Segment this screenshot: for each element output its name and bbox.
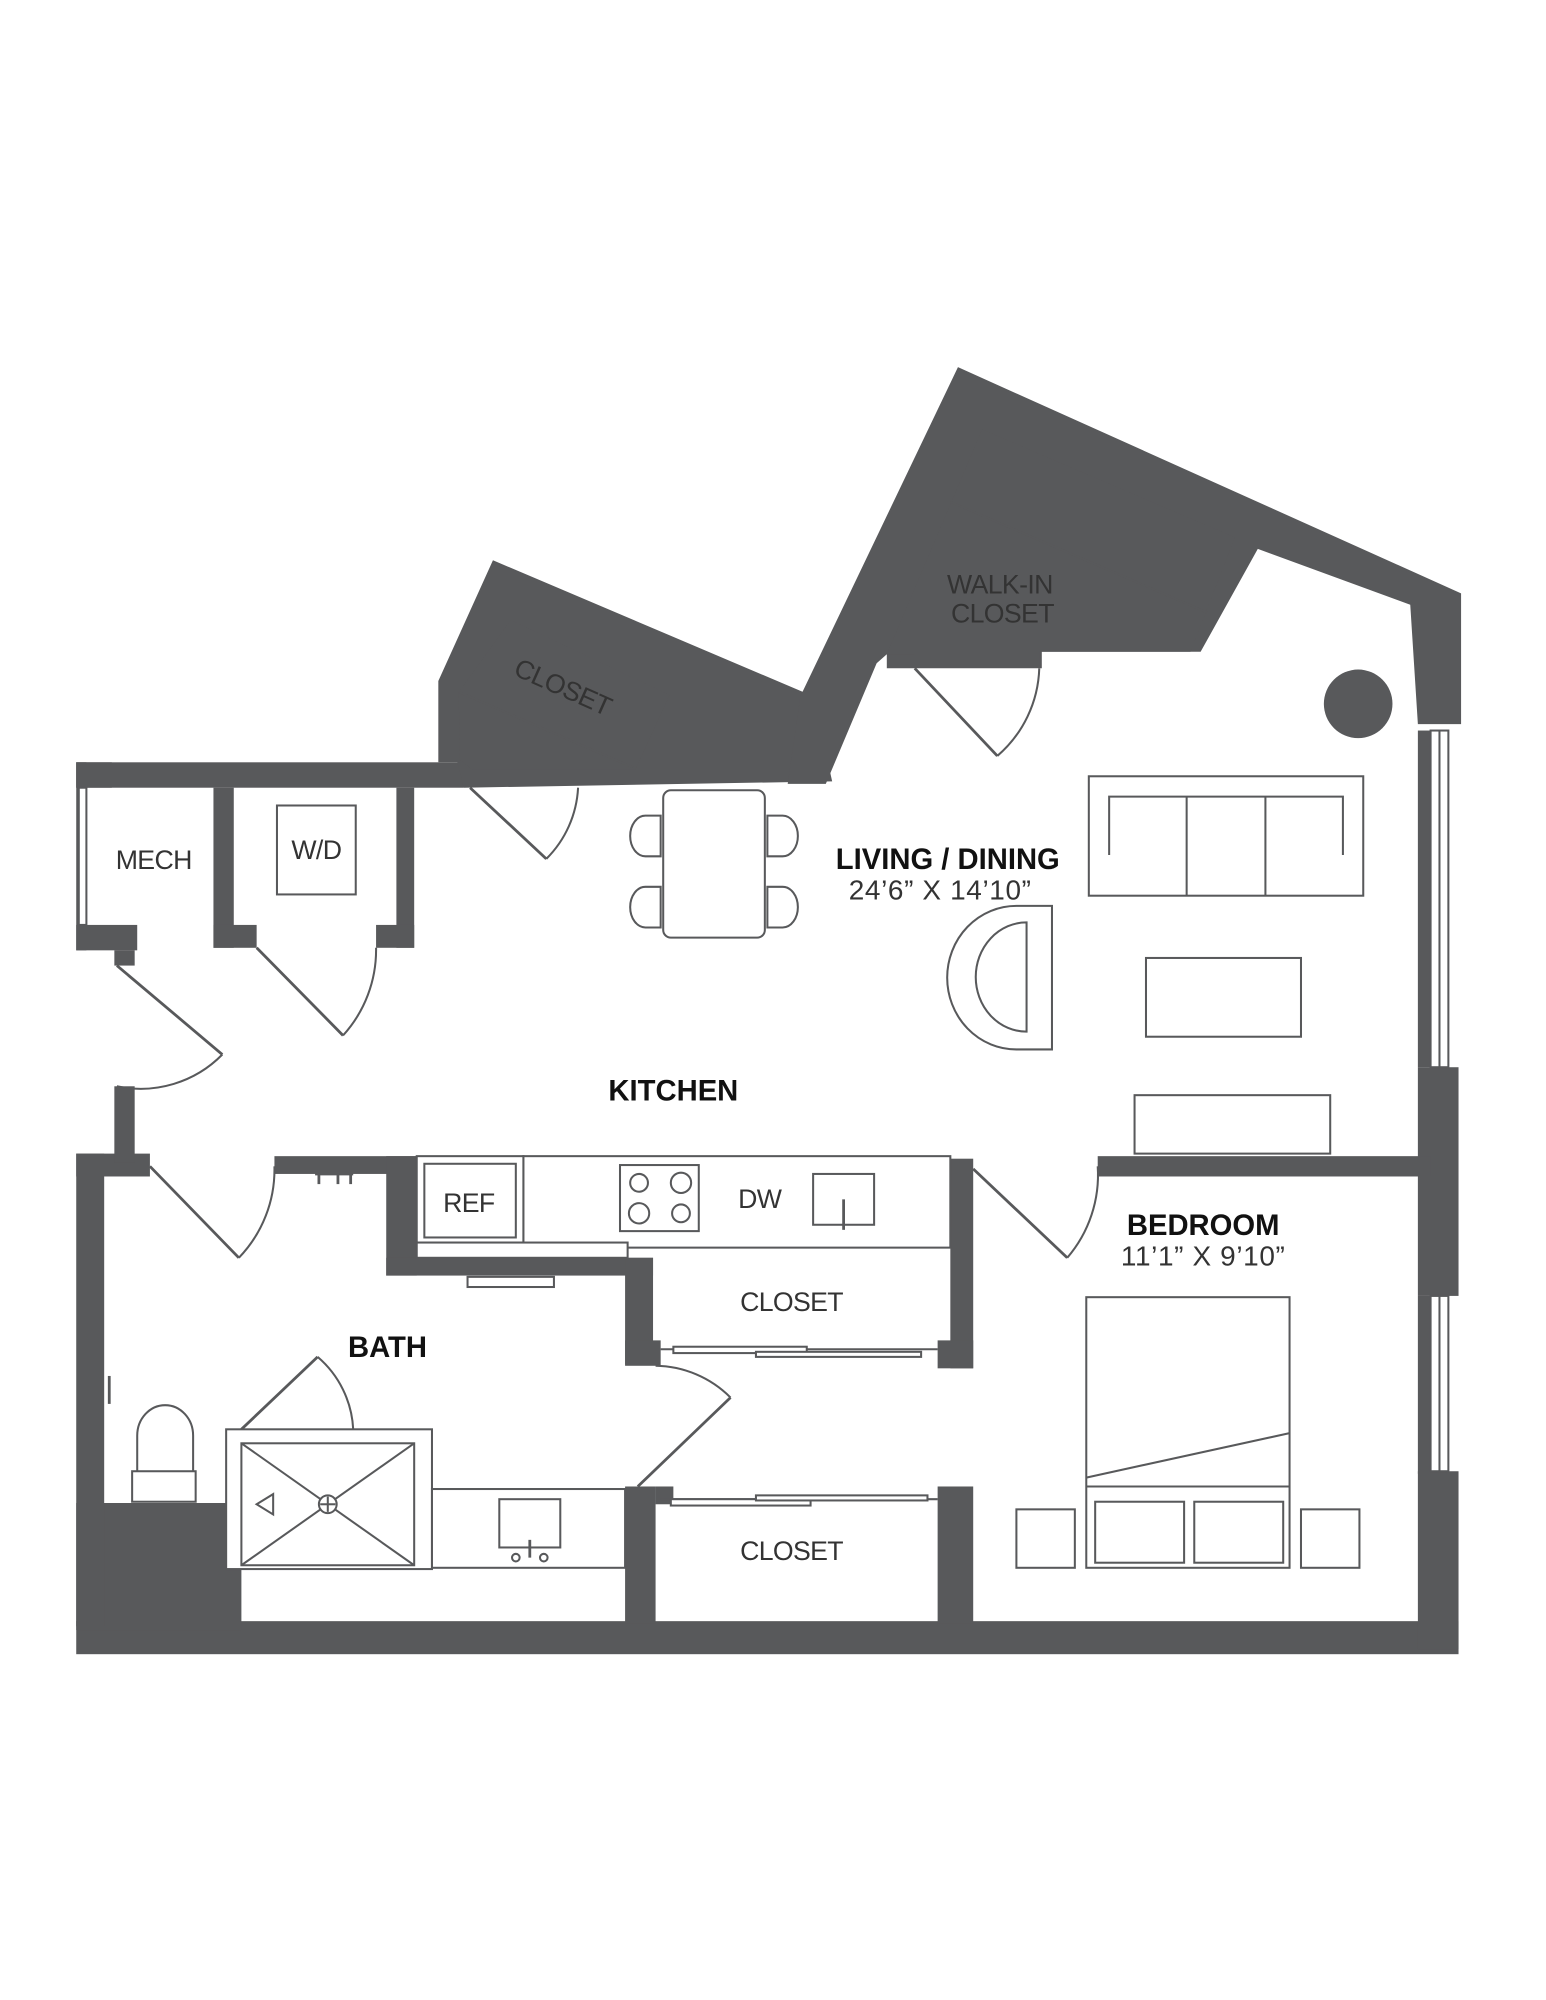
bath-label: BATH [348,1332,427,1364]
walls [76,367,1462,1655]
doors [115,667,1100,1507]
bedroom-label: BEDROOM [1127,1210,1280,1242]
walkin-closet-label-line2: CLOSET [951,599,1054,629]
ref-label: REF [443,1188,495,1218]
windows [77,729,1450,1473]
living-dining-label: LIVING / DINING [836,844,1060,876]
wd-label: W/D [291,835,341,865]
kitchen-label: KITCHEN [608,1075,738,1107]
closet-bottom-label: CLOSET [740,1536,843,1566]
mech-label: MECH [116,845,192,875]
living-dining-dims: 24’6” X 14’10” [849,875,1032,906]
bedroom-dims: 11’1” X 9’10” [1121,1240,1286,1271]
closet-mid-label: CLOSET [740,1287,843,1317]
dw-label: DW [738,1184,783,1214]
walkin-closet-label-line1: WALK-IN [947,569,1053,599]
fixtures [107,500,1393,1571]
